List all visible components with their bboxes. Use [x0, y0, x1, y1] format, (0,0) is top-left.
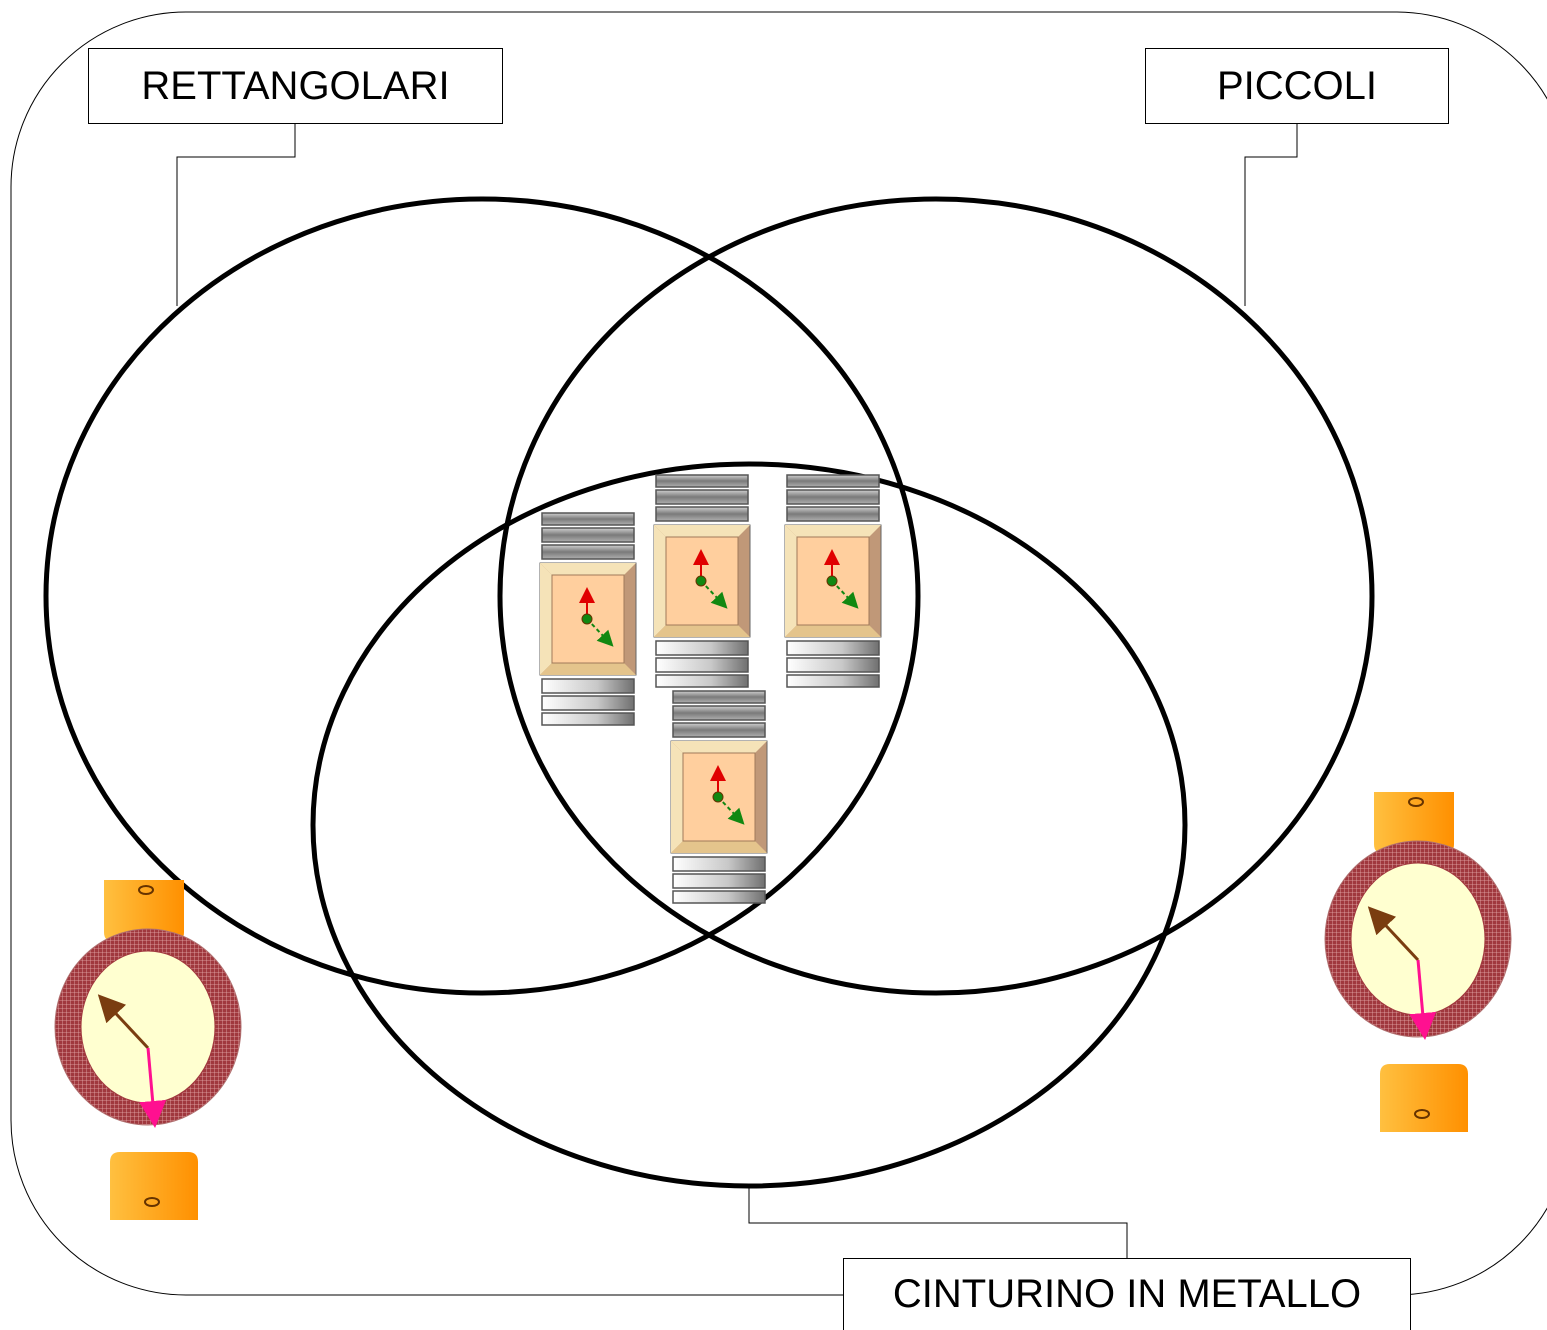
- leader-line-piccoli: [1244, 124, 1298, 306]
- set-piccoli-ellipse: [497, 196, 1375, 996]
- universe-frame: [10, 11, 1547, 1296]
- rectangular-metal-strap-watch-icon: [671, 691, 767, 903]
- label-rettangolari-text: RETTANGOLARI: [141, 63, 450, 108]
- rectangular-metal-strap-watch-icon: [785, 475, 881, 687]
- leader-line-cinturino: [748, 1186, 1128, 1258]
- label-rettangolari: RETTANGOLARI: [88, 48, 503, 124]
- round-leather-strap-watch-icon: [1325, 792, 1511, 1132]
- leader-line-rettangolari: [176, 124, 296, 306]
- rectangular-metal-strap-watch-icon: [540, 513, 636, 725]
- label-piccoli-text: PICCOLI: [1216, 63, 1378, 108]
- round-leather-strap-watch-icon: [55, 880, 241, 1220]
- label-piccoli: PICCOLI: [1145, 48, 1449, 124]
- set-rettangolari-ellipse: [43, 196, 921, 996]
- label-cinturino-text: CINTURINO IN METALLO: [892, 1272, 1362, 1316]
- rectangular-metal-strap-watch-icon: [654, 475, 750, 687]
- set-cinturino-ellipse: [310, 461, 1188, 1189]
- label-cinturino-in-metallo: CINTURINO IN METALLO: [843, 1258, 1411, 1330]
